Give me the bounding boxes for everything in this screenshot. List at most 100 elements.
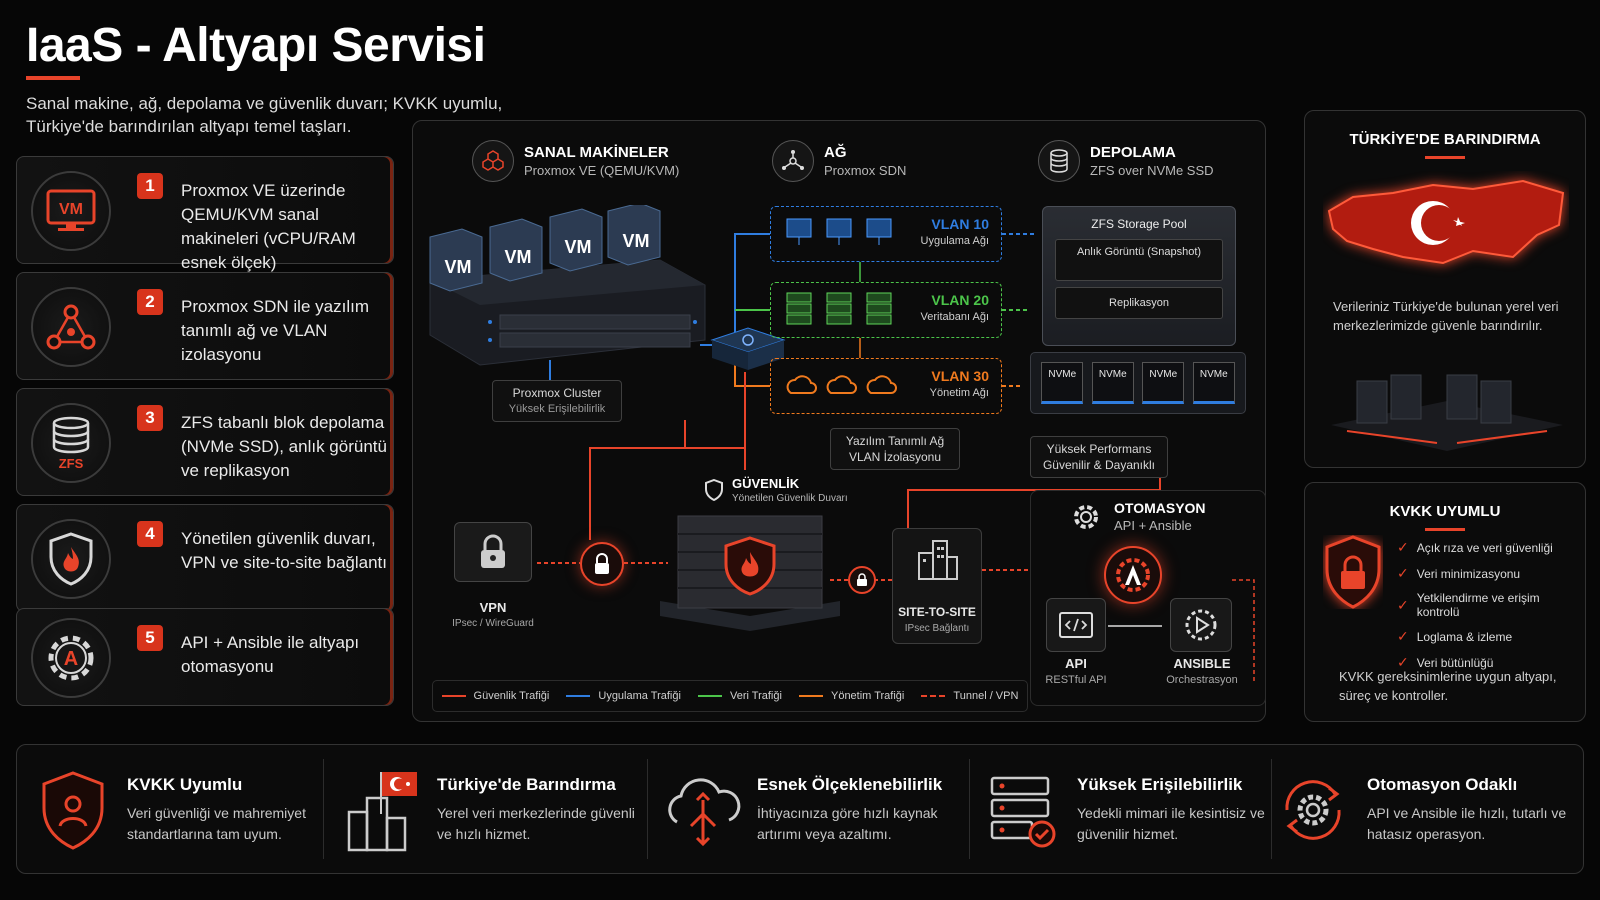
ansible-gear-icon bbox=[1104, 546, 1162, 604]
security-title: GÜVENLİK bbox=[732, 476, 800, 491]
lock-node-small bbox=[848, 566, 876, 594]
feature-number: 2 bbox=[137, 289, 163, 315]
ansible-gear-icon: A bbox=[31, 618, 111, 698]
zfs-storage-pool-box: ZFS Storage Pool Anlık Görüntü (Snapshot… bbox=[1042, 206, 1236, 346]
firewall-wall-illustration bbox=[660, 515, 840, 631]
zfs-pool-label: ZFS Storage Pool bbox=[1091, 217, 1187, 231]
city-flag-icon bbox=[343, 765, 423, 855]
turkey-hosting-panel: TÜRKİYE'DE BARINDIRMA Verileriniz Türkiy… bbox=[1304, 110, 1586, 468]
automation-sub: API + Ansible bbox=[1114, 518, 1192, 533]
site-title: SITE-TO-SITE bbox=[898, 605, 976, 619]
check-icon: ✓ bbox=[1397, 628, 1409, 644]
feature-number: 5 bbox=[137, 625, 163, 651]
cloud-gear-icons bbox=[786, 375, 897, 394]
nvme-disk: NVMe bbox=[1192, 362, 1235, 404]
divider bbox=[647, 759, 648, 859]
network-icon bbox=[772, 140, 814, 182]
storage-section-header: DEPOLAMA ZFS over NVMe SSD bbox=[1038, 140, 1214, 182]
svg-text:VM: VM bbox=[623, 231, 650, 251]
divider bbox=[1271, 759, 1272, 859]
svg-text:VM: VM bbox=[445, 257, 472, 277]
site-sub: IPsec Bağlantı bbox=[904, 623, 970, 634]
page-subtitle: Sanal makine, ağ, depolama ve güvenlik d… bbox=[26, 94, 503, 136]
check-icon: ✓ bbox=[1397, 654, 1409, 670]
feature-text: ZFS tabanlı blok depolama (NVMe SSD), an… bbox=[181, 413, 387, 480]
kvkk-check-item: ✓Veri minimizasyonu bbox=[1397, 565, 1521, 581]
vlan-30-box: VLAN 30 Yönetim Ağı bbox=[770, 358, 1002, 414]
vlan-sub: Veritabanı Ağı bbox=[920, 311, 990, 323]
legend-item: Veri Trafiği bbox=[697, 690, 782, 702]
traffic-legend: Güvenlik Trafiği Uygulama Trafiği Veri T… bbox=[432, 680, 1028, 712]
legend-item: Güvenlik Trafiği bbox=[441, 690, 549, 702]
cloud-scale-icon bbox=[663, 765, 743, 855]
gear-icon bbox=[1074, 504, 1098, 529]
feature-card-3: ZFS 3 ZFS tabanlı blok depolama (NVMe SS… bbox=[16, 388, 394, 496]
title-underline bbox=[1425, 156, 1465, 159]
check-icon: ✓ bbox=[1397, 596, 1409, 613]
vlan-20-box: VLAN 20 Veritabanı Ağı bbox=[770, 282, 1002, 338]
kvkk-panel: KVKK UYUMLU ✓Açık rıza ve veri güvenliği… bbox=[1304, 482, 1586, 722]
cubes-icon bbox=[472, 140, 514, 182]
lock-icon bbox=[857, 573, 867, 586]
check-icon: ✓ bbox=[1397, 565, 1409, 581]
legend-item: Tunnel / VPN bbox=[921, 690, 1018, 702]
feature-text: API + Ansible ile altyapı otomasyonu bbox=[181, 633, 360, 676]
feature-number: 3 bbox=[137, 405, 163, 431]
svg-text:A: A bbox=[64, 648, 78, 670]
server-check-icon bbox=[983, 765, 1063, 855]
datacenter-illustration bbox=[1331, 374, 1563, 451]
vm-cube-3: VM bbox=[549, 208, 603, 272]
divider bbox=[969, 759, 970, 859]
turkey-map-icon bbox=[1327, 179, 1565, 265]
storage-section-sub: ZFS over NVMe SSD bbox=[1090, 163, 1214, 178]
network-nodes-icon bbox=[31, 287, 111, 367]
title-underline bbox=[26, 76, 80, 80]
feature-text: Proxmox VE üzerinde QEMU/KVM sanal makin… bbox=[181, 181, 356, 272]
storage-section-title: DEPOLAMA bbox=[1090, 144, 1176, 161]
turkey-text: Verileriniz Türkiye'de bulunan yerel ver… bbox=[1333, 299, 1559, 333]
lock-node bbox=[580, 542, 624, 586]
database-icon bbox=[1038, 140, 1080, 182]
vlan-title: VLAN 20 bbox=[931, 292, 989, 308]
svg-text:ZFS: ZFS bbox=[59, 456, 84, 471]
vlan-sub: Yönetim Ağı bbox=[929, 387, 989, 399]
lock-icon bbox=[595, 553, 609, 574]
vlan-title: VLAN 30 bbox=[931, 368, 989, 384]
database-icon: ZFS bbox=[31, 403, 111, 483]
feature-text: Yönetilen güvenlik duvarı, VPN ve site-t… bbox=[181, 529, 387, 572]
lock-icon bbox=[481, 534, 505, 568]
vlan-sub: Uygulama Ağı bbox=[920, 235, 989, 247]
svg-text:VM: VM bbox=[505, 247, 532, 267]
feature-number: 1 bbox=[137, 173, 163, 199]
vpn-lock-box bbox=[454, 522, 532, 582]
feature-card-4: 4 Yönetilen güvenlik duvarı, VPN ve site… bbox=[16, 504, 394, 612]
database-server-icons bbox=[786, 292, 892, 325]
shield-fire-icon bbox=[31, 519, 111, 599]
vm-cube-2: VM bbox=[489, 218, 543, 282]
play-gear-icon bbox=[1170, 598, 1232, 652]
feature-card-1: VM 1 Proxmox VE üzerinde QEMU/KVM sanal … bbox=[16, 156, 394, 272]
kvkk-check-item: ✓Açık rıza ve veri güvenliği bbox=[1397, 539, 1553, 555]
vm-cube-4: VM bbox=[607, 205, 661, 266]
feature-card-2: 2 Proxmox SDN ile yazılım tanımlı ağ ve … bbox=[16, 272, 394, 380]
nvme-disk-array: NVMe NVMe NVMe NVMe bbox=[1030, 352, 1246, 414]
vm-monitor-icon: VM bbox=[31, 171, 111, 251]
kvkk-checklist: ✓Açık rıza ve veri güvenliği ✓Veri minim… bbox=[1397, 539, 1585, 680]
legend-item: Yönetim Trafiği bbox=[798, 690, 904, 702]
automation-box bbox=[1030, 490, 1266, 706]
feature-text: Proxmox SDN ile yazılım tanımlı ağ ve VL… bbox=[181, 297, 369, 364]
nvme-disk: NVMe bbox=[1142, 362, 1185, 404]
vm-server-rack-illustration: VM VM VM VM bbox=[429, 205, 706, 366]
